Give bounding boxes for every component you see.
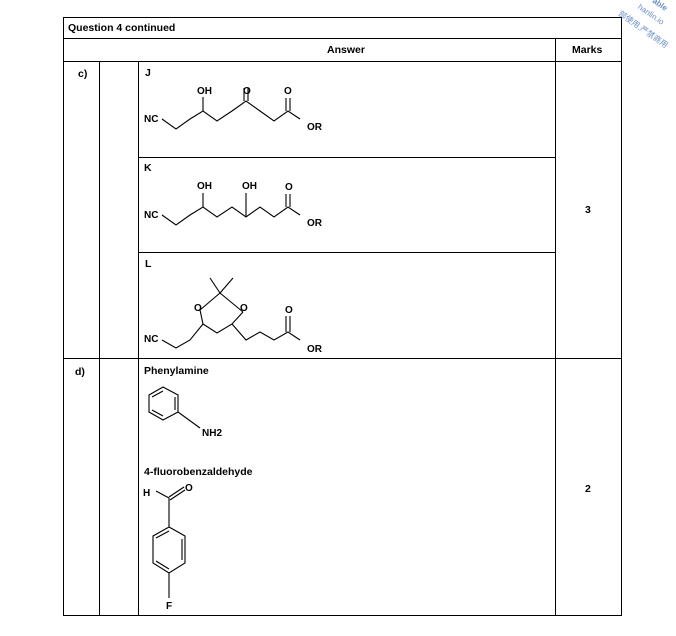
l-carbonyl-o-label: O	[285, 305, 293, 316]
fluorobenzaldehyde-diagram: H O F	[143, 483, 193, 612]
l-or-label: OR	[307, 344, 323, 355]
fluorine-label: F	[166, 601, 172, 612]
structure-j-label: J	[145, 67, 151, 79]
structure-l-diagram: O O NC O OR	[144, 277, 323, 355]
structure-j-diagram: NC OH O O OR	[144, 86, 323, 133]
j-carbonyl-o-label: O	[243, 86, 251, 97]
marks-column-header: Marks	[572, 44, 603, 56]
k-oh2-label: OH	[242, 181, 257, 192]
part-d-marks: 2	[585, 483, 591, 495]
l-nc-label: NC	[144, 334, 158, 345]
j-oh-label: OH	[197, 86, 212, 97]
structure-k-diagram: NC OH OH O OR	[144, 181, 323, 229]
phenylamine-name: Phenylamine	[144, 365, 209, 377]
phenylamine-diagram: NH2	[148, 386, 222, 439]
k-oh1-label: OH	[197, 181, 212, 192]
j-or-label: OR	[307, 122, 323, 133]
part-c-label: c)	[78, 68, 88, 80]
watermark: able hanlin.io 部使用,严禁商用	[614, 0, 674, 60]
k-nc-label: NC	[144, 210, 158, 221]
part-c-marks: 3	[585, 204, 591, 216]
structure-l-label: L	[145, 258, 152, 270]
fluorobenzaldehyde-name: 4-fluorobenzaldehyde	[144, 466, 253, 478]
l-ring-o2-label: O	[240, 303, 248, 314]
k-or-label: OR	[307, 218, 323, 229]
k-carbonyl-o-label: O	[285, 182, 293, 193]
answer-column-header: Answer	[327, 44, 365, 56]
part-d-label: d)	[75, 366, 85, 378]
l-ring-o1-label: O	[194, 303, 202, 314]
phenylamine-nh2-label: NH2	[202, 428, 222, 439]
j-ester-o-label: O	[284, 86, 292, 97]
structure-k-label: K	[144, 162, 152, 174]
aldehyde-o-label: O	[185, 483, 193, 494]
aldehyde-h-label: H	[143, 488, 150, 499]
j-nc-label: NC	[144, 114, 158, 125]
table-title: Question 4 continued	[68, 22, 176, 34]
